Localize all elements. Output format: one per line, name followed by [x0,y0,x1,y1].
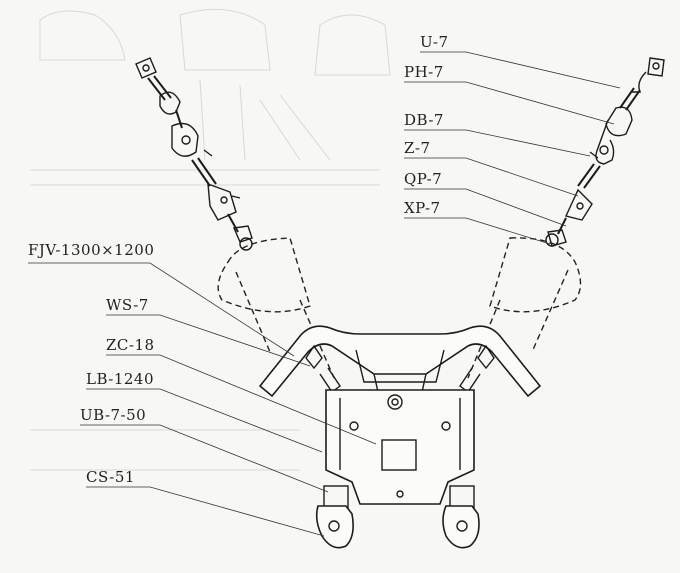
label-lb1240: LB-1240 [86,370,154,388]
right-bottom-clamp [442,485,480,549]
right-callouts: U-7 PH-7 DB-7 Z-7 QP-7 XP-7 [404,33,621,245]
label-ws7: WS-7 [106,296,149,314]
label-cs51: CS-51 [86,468,135,486]
side-clamps [305,344,495,394]
label-z7: Z-7 [404,139,431,157]
yoke-plate [325,389,475,505]
label-u7: U-7 [420,33,449,51]
yoke-frame [258,325,542,398]
label-qp7: QP-7 [404,170,442,188]
right-shield-ring [467,237,582,379]
left-bottom-clamp [315,485,354,549]
right-hardware-chain [545,57,665,247]
label-db7: DB-7 [404,111,444,129]
label-zc18: ZC-18 [106,336,155,354]
label-xp7: XP-7 [404,199,441,217]
left-callouts: FJV-1300×1200 WS-7 ZC-18 LB-1240 UB-7-50… [28,241,377,537]
label-ub7-50: UB-7-50 [80,406,146,424]
label-fjv: FJV-1300×1200 [28,241,154,259]
label-ph7: PH-7 [404,63,444,81]
background-ghost-drawing [30,8,391,471]
left-shield-ring [217,237,335,379]
left-hardware-chain [135,57,253,251]
